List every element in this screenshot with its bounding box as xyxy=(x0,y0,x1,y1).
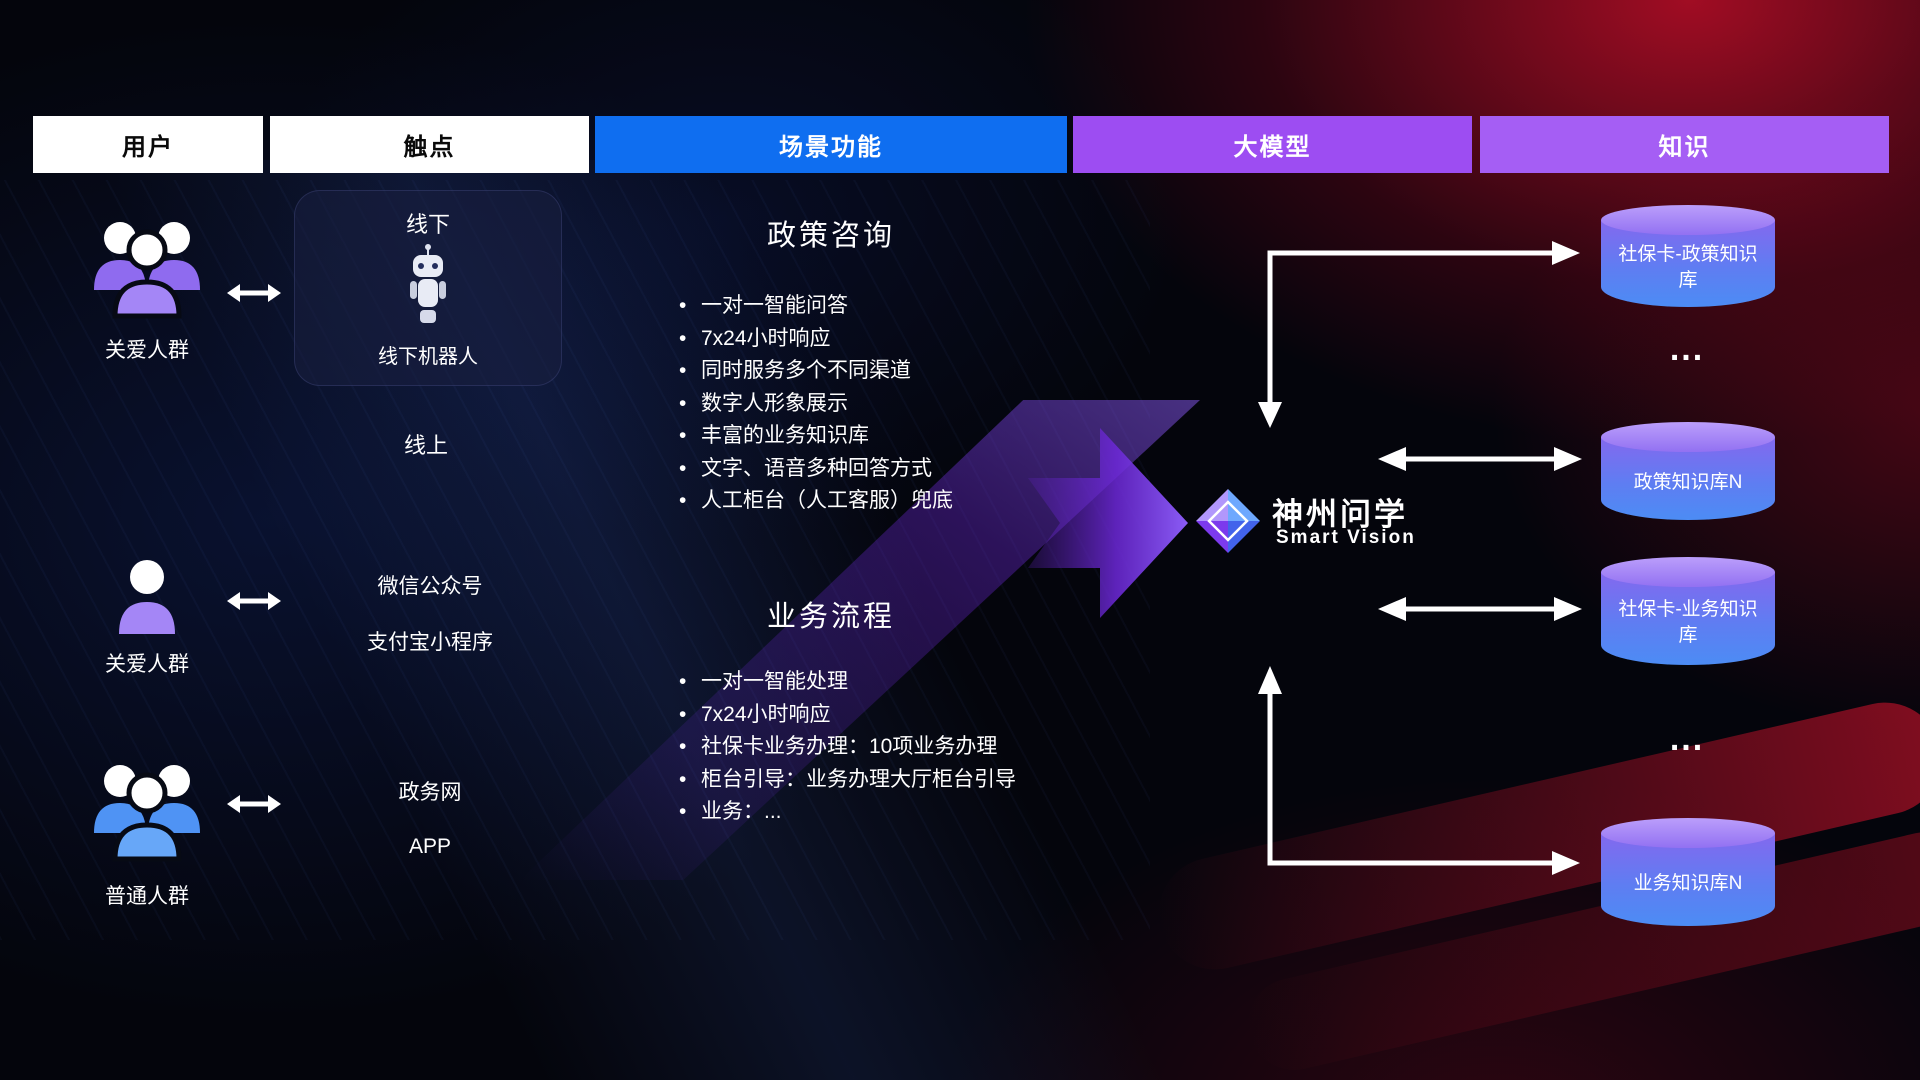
scenario-bullet: 文字、语音多种回答方式 xyxy=(677,453,953,486)
alipay-channel-label: 支付宝小程序 xyxy=(367,631,493,654)
business-bullet-list: 一对一智能处理 7x24小时响应 社保卡业务办理：10项业务办理 柜台引导：业务… xyxy=(677,666,1016,829)
scenario-bullet: 丰富的业务知识库 xyxy=(677,420,953,453)
db-cylinder-top xyxy=(1601,557,1775,587)
scenario-bullet: 社保卡业务办理：10项业务办理 xyxy=(677,731,1016,764)
db-cylinder-label: 社保卡-业务知识库 xyxy=(1601,572,1775,665)
gov-channel-label: 政务网 xyxy=(398,781,462,804)
knowledge-db-business-ssc: 社保卡-业务知识库 xyxy=(1601,557,1775,665)
scenario-bullet: 数字人形象展示 xyxy=(677,388,953,421)
column-header-knowledge: 知识 xyxy=(1480,116,1889,173)
scenario-bullet: 7x24小时响应 xyxy=(677,323,953,356)
group-people-icon xyxy=(94,222,200,319)
double-arrow-icon xyxy=(227,284,281,302)
online-label: 线上 xyxy=(403,433,448,458)
background-red-swoosh xyxy=(1239,822,1920,1080)
double-arrow-icon xyxy=(227,795,281,813)
policy-bullet-list: 一对一智能问答 7x24小时响应 同时服务多个不同渠道 数字人形象展示 丰富的业… xyxy=(677,290,953,518)
scenario-bullet: 同时服务多个不同渠道 xyxy=(677,355,953,388)
offline-title: 线下 xyxy=(405,212,450,237)
db-cylinder-top xyxy=(1601,818,1775,848)
smart-vision-logo-icon xyxy=(1196,489,1260,553)
offline-robot-label: 线下机器人 xyxy=(378,346,478,368)
brand-subtitle: Smart Vision xyxy=(1276,527,1416,548)
column-header-users: 用户 xyxy=(33,116,263,173)
knowledge-db-business-n: 业务知识库N xyxy=(1601,818,1775,926)
scenario-bullet: 一对一智能问答 xyxy=(677,290,953,323)
scenario-bullet: 业务：... xyxy=(677,796,1016,829)
user-label: 普通人群 xyxy=(105,885,189,908)
background-red-swoosh xyxy=(1147,691,1920,981)
app-channel-label: APP xyxy=(408,835,452,858)
column-header-scenarios: 场景功能 xyxy=(595,116,1067,173)
ellipsis: ... xyxy=(1669,330,1705,368)
column-header-model: 大模型 xyxy=(1073,116,1472,173)
knowledge-db-policy-ssc: 社保卡-政策知识库 xyxy=(1601,205,1775,307)
group-people-icon xyxy=(94,765,200,862)
offline-touchpoint-card: 线下 线下机器人 xyxy=(294,190,562,386)
scenario-bullet: 7x24小时响应 xyxy=(677,699,1016,732)
db-cylinder-top xyxy=(1601,205,1775,235)
single-person-icon xyxy=(119,560,175,634)
column-header-touchpoints: 触点 xyxy=(270,116,589,173)
double-arrow-icon xyxy=(227,592,281,610)
scenario-bullet: 人工柜台（人工客服）兜底 xyxy=(677,485,953,518)
knowledge-db-policy-n: 政策知识库N xyxy=(1601,422,1775,520)
robot-icon xyxy=(410,244,446,323)
wechat-channel-label: 微信公众号 xyxy=(377,575,483,598)
scenario-title-policy: 政策咨询 xyxy=(766,220,895,252)
scenario-bullet: 柜台引导：业务办理大厅柜台引导 xyxy=(677,764,1016,797)
scenario-title-business: 业务流程 xyxy=(766,601,895,633)
big-flow-arrow xyxy=(1028,428,1188,618)
user-label: 关爱人群 xyxy=(105,653,189,676)
brand-name: 神州问学 xyxy=(1272,497,1408,532)
user-label: 关爱人群 xyxy=(105,339,189,362)
ellipsis: ... xyxy=(1669,720,1705,758)
db-cylinder-label: 业务知识库N xyxy=(1601,833,1775,926)
db-cylinder-top xyxy=(1601,422,1775,452)
scenario-bullet: 一对一智能处理 xyxy=(677,666,1016,699)
